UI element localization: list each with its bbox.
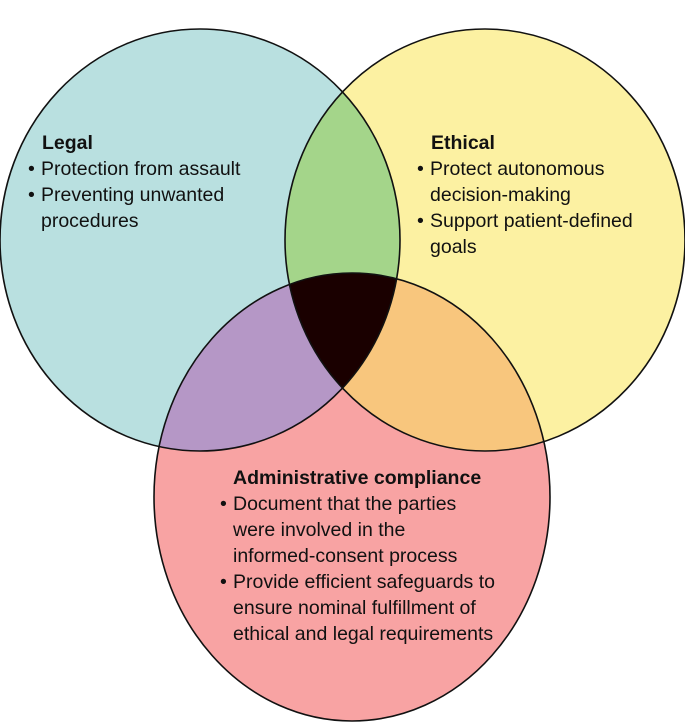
legal-section: Legal Protection from assault Preventing… bbox=[28, 130, 278, 234]
administrative-item: Provide efficient safeguards to ensure n… bbox=[220, 569, 518, 647]
administrative-section: Administrative compliance Document that … bbox=[220, 465, 520, 647]
legal-title: Legal bbox=[42, 132, 93, 154]
administrative-item: Document that the parties were involved … bbox=[220, 491, 488, 569]
ethical-section: Ethical Protect autonomous decision-maki… bbox=[417, 130, 672, 260]
ethical-title: Ethical bbox=[431, 132, 495, 154]
ethical-item: Protect autonomous decision-making bbox=[417, 156, 640, 208]
ethical-circle-outline bbox=[284, 28, 685, 452]
ethical-item: Support patient-defined goals bbox=[417, 208, 670, 260]
ethical-list: Protect autonomous decision-making Suppo… bbox=[417, 156, 672, 260]
legal-circle-outline bbox=[0, 28, 401, 452]
administrative-list: Document that the parties were involved … bbox=[220, 491, 520, 647]
legal-item: Preventing unwanted procedures bbox=[28, 182, 266, 234]
legal-item: Protection from assault bbox=[28, 156, 278, 182]
legal-list: Protection from assault Preventing unwan… bbox=[28, 156, 278, 234]
administrative-title: Administrative compliance bbox=[233, 467, 482, 489]
ethical-administrative-overlap bbox=[285, 273, 550, 451]
legal-administrative-overlap bbox=[154, 273, 400, 451]
administrative-circle-outline bbox=[153, 272, 551, 722]
